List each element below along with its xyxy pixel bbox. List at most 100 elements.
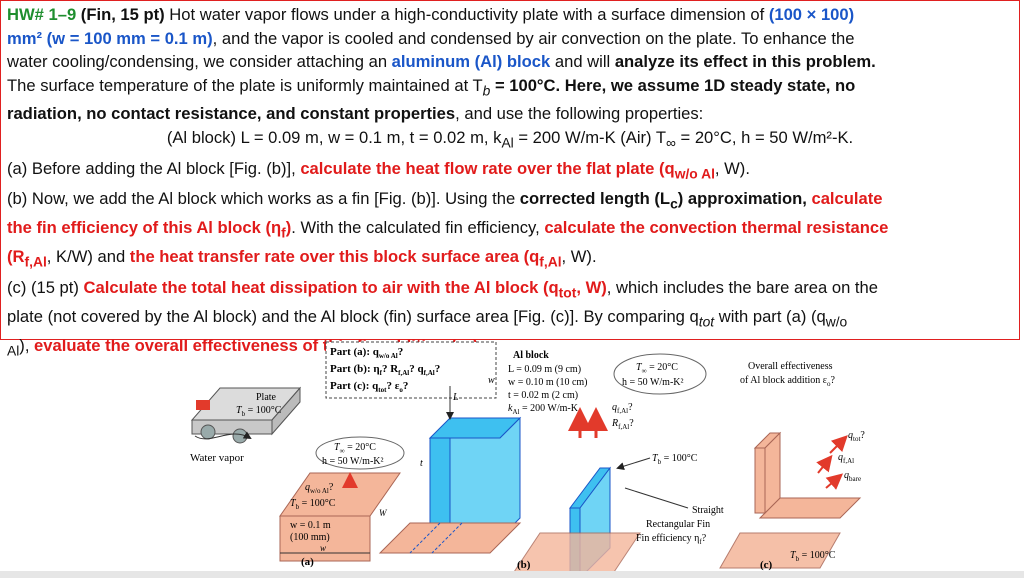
air-h-b: h = 50 W/m-K²: [622, 377, 684, 388]
caption-c: (c): [760, 559, 773, 571]
problem-text: Hot water vapor flows under a high-condu…: [164, 5, 769, 24]
q-in-icon: [196, 400, 210, 410]
part-b-task: the heat transfer rate over this block s…: [129, 247, 540, 267]
part-b-summary: Part (b): ηf? Rf,Al? qf,Al?: [330, 363, 440, 377]
q-bare-label: qbare: [844, 470, 861, 483]
fin-efficiency-label: Fin efficiency ηf?: [636, 533, 707, 546]
overall-eff-title-2: of Al block addition εo?: [740, 375, 835, 388]
r-f-al: Rf,Al?: [611, 418, 634, 431]
base-temp-pointer: [616, 457, 651, 471]
subscript: b: [482, 81, 491, 98]
w-mm: (100 mm): [290, 532, 330, 543]
w-dim-label: w: [320, 543, 326, 553]
caption-b: (b): [517, 559, 531, 571]
al-k: kAl = 200 W/m-K: [508, 403, 579, 416]
part-b-task: calculate the convection thermal resista…: [544, 218, 889, 238]
problem-text: = 100°C. Here, we assume: [490, 75, 705, 95]
part-b-task: the fin efficiency of this Al block (η: [7, 218, 282, 238]
problem-line-5: radiation, no contact resistance, and co…: [7, 102, 1013, 126]
part-a-line: (a) Before adding the Al block [Fig. (b)…: [7, 157, 1013, 186]
points-label: (Fin, 15 pt): [80, 5, 165, 24]
plate-under-fin-b: [509, 532, 641, 578]
properties-line: (Al block) L = 0.09 m, w = 0.1 m, t = 0.…: [7, 126, 1013, 155]
L-label: L: [452, 392, 459, 403]
subscript: Al: [7, 341, 20, 358]
problem-line-1: HW# 1–9 (Fin, 15 pt) Hot water vapor flo…: [7, 3, 1013, 27]
fin-label-1: Straight: [692, 505, 724, 516]
dimension-end-text: mm² (w = 100 mm = 0.1 m): [7, 28, 213, 48]
part-b-end: , W).: [561, 247, 597, 267]
figure-c: Overall effectiveness of Al block additi…: [719, 361, 865, 571]
properties-text: = 20°C, h = 50 W/m²-K.: [675, 127, 854, 147]
part-b-task: ): [285, 218, 292, 238]
figure-b: L t w Al block L = 0.09 m (9 cm) w = 0.1…: [378, 350, 724, 578]
problem-line-4: The surface temperature of the plate is …: [7, 74, 1013, 103]
corrected-length-end: ) approximation,: [677, 189, 807, 209]
part-b-line-3: (Rf,Al, K/W) and the heat transfer rate …: [7, 245, 1013, 274]
water-vapor-label: Water vapor: [190, 452, 244, 464]
subscript: ∞: [666, 134, 676, 151]
part-c-text: ),: [19, 335, 35, 355]
subscript: Al: [501, 134, 514, 151]
q-bare-arrow: [825, 473, 844, 490]
q-fal-label: qf,Al: [838, 452, 854, 465]
fin-label-pointer: [624, 487, 689, 509]
dimension-text: (100 × 100): [768, 5, 855, 24]
base-temp-c: Tb = 100°C: [790, 550, 836, 563]
problem-line-2: mm² (w = 100 mm = 0.1 m), and the vapor …: [7, 27, 1013, 51]
figure-a: Plate Tb = 100°C Water vapor T∞ = 20°C h…: [190, 386, 405, 568]
part-b-text: . With the calculated fin efficiency,: [291, 218, 545, 238]
fin-c-front: [754, 447, 766, 514]
q-f-al: qf,Al?: [612, 402, 633, 415]
plate-temp-2: Tb = 100°C: [290, 498, 336, 511]
part-b-text: , K/W) and: [46, 247, 130, 267]
fin-label-2: Rectangular Fin: [646, 519, 710, 530]
problem-line-3: water cooling/condensing, we consider at…: [7, 50, 1013, 74]
part-a-q: (q: [654, 158, 675, 178]
subscript: tot: [558, 284, 577, 301]
part-c-prefix: (c) (15 pt): [7, 277, 84, 297]
plate-3d-side: [271, 386, 301, 436]
problem-figure: Part (a): qw/o Al? Part (b): ηf? Rf,Al? …: [190, 341, 865, 578]
part-a-task: calculate the heat flow rate over the fl…: [300, 158, 655, 178]
part-b-line-2: the fin efficiency of this Al block (ηf)…: [7, 216, 1013, 245]
subscript: f,Al: [24, 253, 47, 270]
overall-eff-title-1: Overall effectiveness: [748, 361, 833, 372]
subscript: f: [281, 224, 286, 241]
part-c-summary: Part (c): qtot? εo?: [330, 380, 408, 394]
w-value: w = 0.1 m: [290, 520, 331, 531]
hw-label: HW# 1–9: [7, 5, 77, 24]
air-temp: T∞ = 20°C: [334, 442, 376, 455]
subscript: w/o Al: [674, 164, 715, 181]
part-c-text: plate (not covered by the Al block) and …: [7, 306, 699, 326]
w-side-label: W: [379, 508, 388, 518]
part-a-end: , W).: [714, 158, 750, 178]
part-c-task: Calculate the total heat dissipation to …: [83, 277, 559, 297]
assumption-text: 1D steady state, no: [704, 75, 856, 95]
part-c-line-2: plate (not covered by the Al block) and …: [7, 305, 1013, 334]
part-b-task: calculate: [806, 189, 883, 209]
caption-a: (a): [301, 556, 314, 568]
problem-text: The surface temperature of the plate is …: [7, 75, 483, 95]
q-fal-arrow: [816, 454, 833, 474]
w-label: w: [488, 375, 495, 386]
problem-text: , and the vapor is cooled and condensed …: [212, 28, 855, 48]
plate-label: Plate: [256, 392, 277, 403]
air-conditions-bubble-b: [613, 353, 707, 395]
problem-text: and will: [550, 52, 615, 71]
problem-statement: HW# 1–9 (Fin, 15 pt) Hot water vapor flo…: [0, 0, 1020, 358]
air-h: h = 50 W/m-K²: [322, 456, 384, 467]
fin-footprint-line: [409, 522, 441, 554]
subscript: tot: [698, 313, 715, 329]
part-c-text: , which includes the bare area on the: [606, 277, 878, 297]
part-a-prefix: (a) Before adding the Al block [Fig. (b)…: [7, 158, 301, 178]
al-block-text: aluminum (Al) block: [391, 52, 551, 71]
part-c-task: , W): [576, 277, 607, 297]
al-w: w = 0.10 m (10 cm): [508, 377, 588, 388]
bottom-scroll-strip: [0, 571, 1024, 578]
assumption-text: radiation, no contact resistance, and co…: [7, 104, 456, 124]
properties-text: (Al block) L = 0.09 m, w = 0.1 m, t = 0.…: [166, 127, 502, 147]
analyze-text: analyze its effect in this problem.: [614, 52, 876, 71]
parts-summary-box: Part (a): qw/o Al? Part (b): ηf? Rf,Al? …: [325, 341, 497, 399]
part-b-line-1: (b) Now, we add the Al block which works…: [7, 187, 1013, 216]
